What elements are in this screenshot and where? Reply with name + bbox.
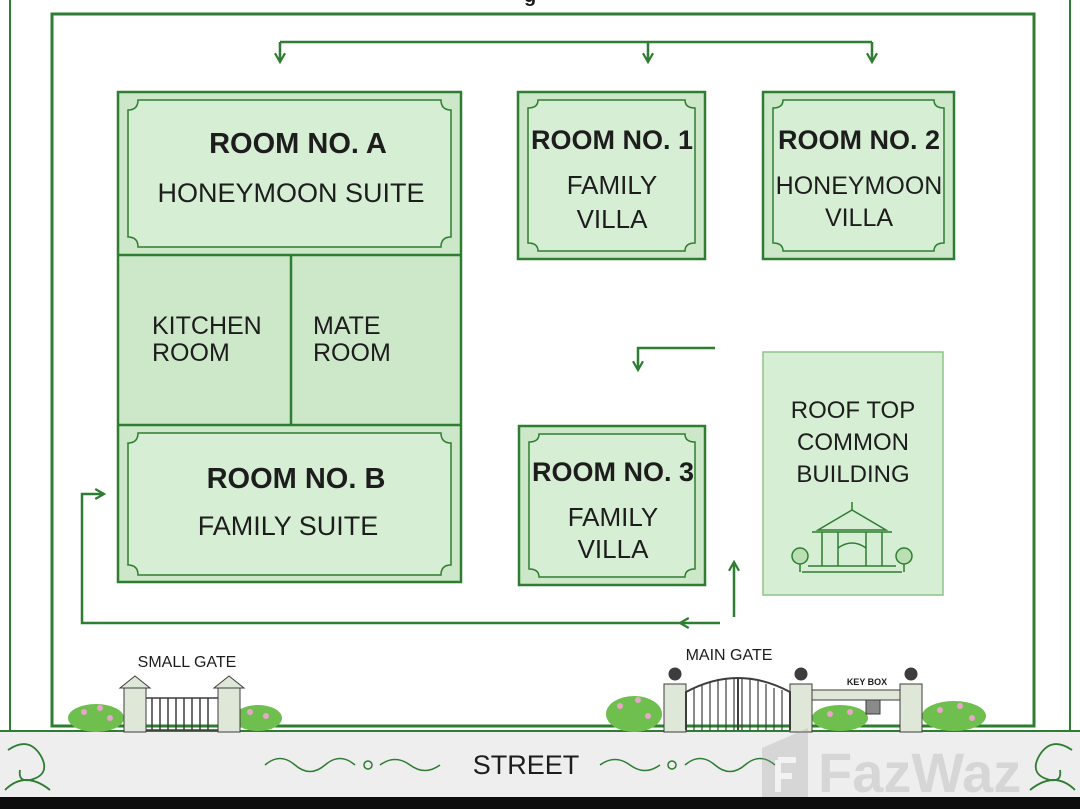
corner-ornament-right bbox=[1029, 743, 1076, 791]
room-2[interactable]: ROOM NO. 2 HONEYMOON VILLA bbox=[761, 90, 956, 261]
room-b[interactable]: ROOM NO. B FAMILY SUITE bbox=[127, 432, 452, 576]
small-gate[interactable]: SMALL GATE bbox=[68, 654, 282, 733]
room-1-title: ROOM NO. 1 bbox=[531, 125, 693, 155]
room-2-title: ROOM NO. 2 bbox=[778, 125, 940, 155]
room-2-sub2: VILLA bbox=[825, 204, 893, 232]
kitchen-line2: ROOM bbox=[152, 339, 230, 367]
key-box-icon: KEY BOX bbox=[811, 667, 923, 733]
room-3-sub1: FAMILY bbox=[568, 502, 659, 532]
rooftop-line3: BUILDING bbox=[796, 461, 909, 488]
bush-icon bbox=[68, 704, 282, 732]
bush-icon bbox=[606, 696, 986, 732]
corner-ornament-left bbox=[4, 743, 51, 791]
street-label: STREET bbox=[473, 750, 580, 780]
roof-top-building[interactable]: ROOF TOP COMMON BUILDING bbox=[762, 351, 944, 596]
main-gate[interactable]: MAIN GATE KEY BOX bbox=[606, 647, 986, 733]
street-ornament-left bbox=[264, 757, 441, 773]
mate-line1: MATE bbox=[313, 312, 381, 340]
key-box-label: KEY BOX bbox=[847, 677, 887, 687]
room-1[interactable]: ROOM NO. 1 FAMILY VILLA bbox=[516, 90, 707, 261]
room-b-title: ROOM NO. B bbox=[207, 463, 386, 495]
main-gate-label: MAIN GATE bbox=[686, 647, 773, 664]
room-1-sub1: FAMILY bbox=[567, 170, 658, 200]
room-2-sub1: HONEYMOON bbox=[776, 172, 943, 200]
rooftop-line1: ROOF TOP bbox=[791, 397, 915, 424]
room-a-subtitle: HONEYMOON SUITE bbox=[157, 178, 424, 208]
street-ornament-right bbox=[599, 757, 776, 773]
watermark: FazWaz bbox=[762, 728, 1021, 804]
gazebo-icon bbox=[791, 502, 913, 573]
mate-room[interactable]: MATE ROOM bbox=[313, 312, 391, 367]
top-heading-fragment: g bbox=[524, 0, 536, 7]
room-1-sub2: VILLA bbox=[577, 204, 648, 234]
gate-icon bbox=[118, 675, 246, 733]
bottom-bar bbox=[0, 797, 1080, 809]
room-a[interactable]: ROOM NO. A HONEYMOON SUITE bbox=[127, 99, 452, 248]
path-arrows bbox=[80, 40, 878, 629]
mate-line2: ROOM bbox=[313, 339, 391, 367]
room-3-title: ROOM NO. 3 bbox=[532, 457, 694, 487]
room-3-sub2: VILLA bbox=[578, 534, 649, 564]
room-a-title: ROOM NO. A bbox=[209, 128, 387, 160]
rooftop-line2: COMMON bbox=[797, 429, 909, 456]
small-gate-label: SMALL GATE bbox=[138, 654, 237, 671]
room-b-subtitle: FAMILY SUITE bbox=[198, 511, 379, 541]
gate-icon bbox=[663, 667, 813, 733]
kitchen-line1: KITCHEN bbox=[152, 312, 262, 340]
watermark-text: FazWaz bbox=[818, 741, 1021, 804]
fazwaz-logo-icon bbox=[762, 728, 808, 800]
kitchen-room[interactable]: KITCHEN ROOM bbox=[152, 312, 262, 367]
room-3[interactable]: ROOM NO. 3 FAMILY VILLA bbox=[517, 424, 707, 587]
